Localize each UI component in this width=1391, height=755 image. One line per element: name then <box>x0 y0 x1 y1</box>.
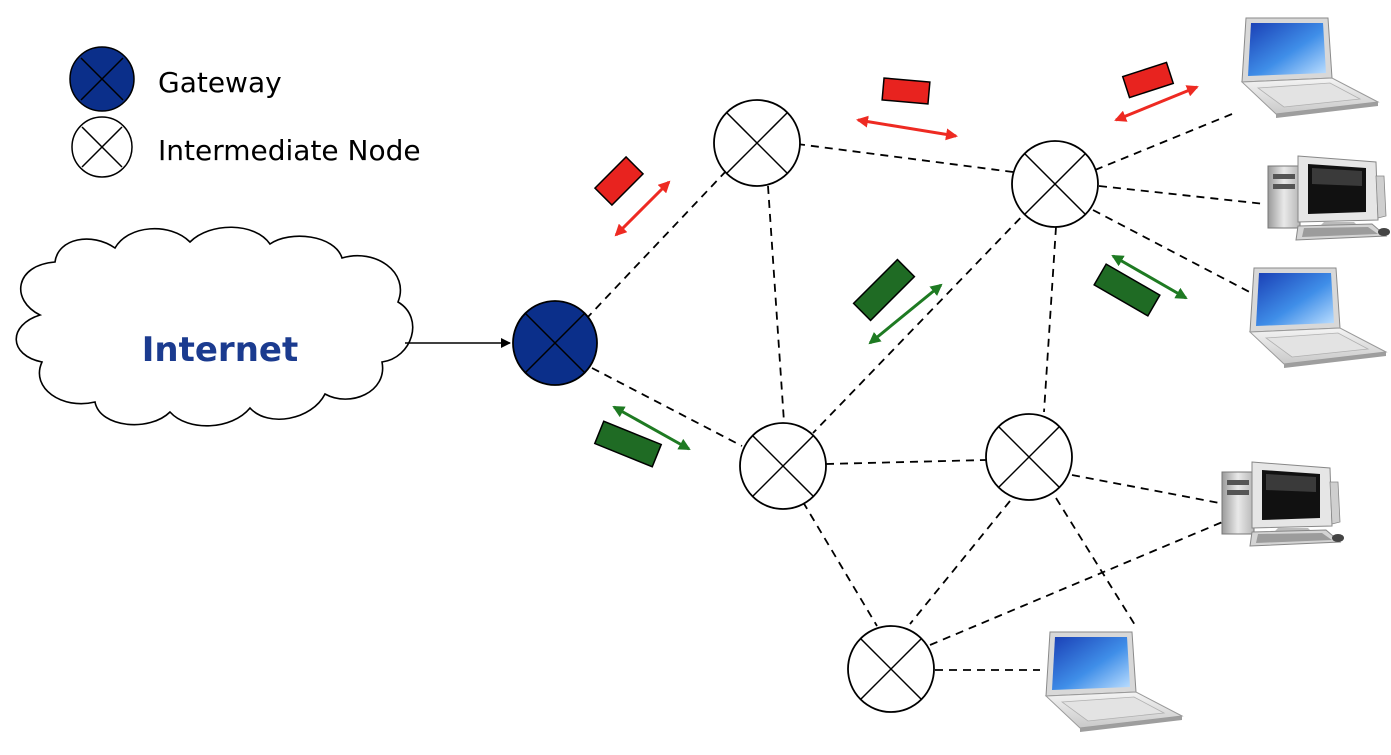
green-packet <box>852 258 916 322</box>
link-n3-n4 <box>825 459 987 465</box>
laptop-icon <box>1249 267 1387 369</box>
link-n1-n2 <box>796 143 1014 173</box>
link-n2-laptop-1 <box>1094 113 1233 171</box>
mesh-links <box>585 113 1281 671</box>
green-traffic-arrow <box>612 405 691 451</box>
red-packet <box>593 155 645 207</box>
internet-cloud-icon: Internet <box>15 226 414 427</box>
laptop-icon <box>1045 631 1183 733</box>
link-n3-n5 <box>802 501 878 627</box>
intermediate-node-icon <box>847 625 935 713</box>
legend-intermediate-node-icon <box>71 116 133 178</box>
red-traffic-arrow <box>856 115 958 141</box>
legend: Gateway Intermediate Node <box>69 46 421 178</box>
link-n2-n4 <box>1043 226 1057 413</box>
link-n4-n5 <box>909 500 1011 625</box>
gateway-node-icon <box>512 300 598 386</box>
link-n1-n3 <box>767 185 785 423</box>
green-traffic-arrow <box>868 283 943 345</box>
intermediate-node-icon <box>1011 140 1099 228</box>
intermediate-node-icon <box>985 413 1073 501</box>
link-n5-desktop-2 <box>929 517 1233 646</box>
red-packet <box>1121 61 1175 99</box>
intermediate-node-icon <box>713 99 801 187</box>
link-n4-desktop-2 <box>1071 474 1231 506</box>
link-gateway-n1 <box>585 168 729 320</box>
link-n2-desktop-1 <box>1098 185 1266 205</box>
intermediate-node-icon <box>739 422 827 510</box>
green-packet <box>1093 263 1161 317</box>
legend-intermediate-label: Intermediate Node <box>158 134 421 167</box>
desktop-computer-icon <box>1267 155 1391 241</box>
link-n2-n3 <box>812 207 1031 434</box>
link-n4-laptop-3 <box>1055 497 1136 626</box>
red-traffic-arrow <box>614 180 671 237</box>
laptop-icon <box>1241 17 1379 119</box>
green-traffic-arrow <box>1111 254 1188 300</box>
desktop-computer-icon <box>1221 461 1345 547</box>
legend-gateway-icon <box>69 46 135 112</box>
red-traffic-arrow <box>1114 85 1199 122</box>
legend-gateway-label: Gateway <box>158 66 282 99</box>
internet-label: Internet <box>142 330 298 370</box>
red-packet <box>881 77 931 105</box>
